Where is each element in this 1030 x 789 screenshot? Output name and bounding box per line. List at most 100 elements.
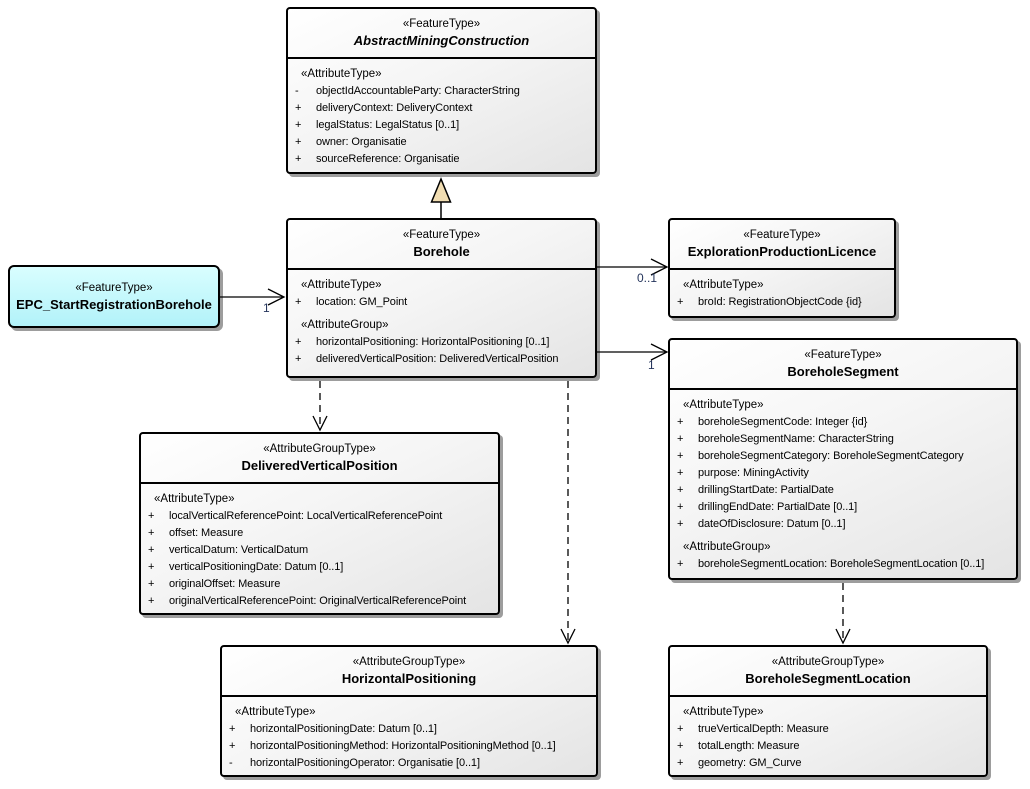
stereotype-label: «FeatureType» [402, 229, 481, 241]
attribute-row: -horizontalPositioningOperator: Organisa… [222, 755, 594, 772]
visibility-marker: + [148, 544, 155, 556]
generalization-arrow[interactable] [430, 177, 452, 218]
visibility-marker: + [148, 578, 155, 590]
attribute-text: horizontalPositioning: HorizontalPositio… [316, 336, 550, 348]
class-title: «FeatureType» ExplorationProductionLicen… [670, 220, 894, 270]
attribute-row: + horizontalPositioning: HorizontalPositi… [288, 334, 593, 351]
attribute-text: totalLength: Measure [698, 740, 800, 752]
attribute-row: + horizontalPositioningMethod: Horizontal… [222, 738, 594, 755]
attribute-row: +offset: Measure [141, 525, 496, 542]
attribute-text: drillingStartDate: PartialDate [698, 484, 834, 496]
attribute-row: + verticalDatum: VerticalDatum [141, 542, 496, 559]
visibility-marker: + [295, 102, 302, 114]
attribute-compartment: «AttributeType» + horizontalPositioningDat… [222, 697, 596, 774]
attribute-text: dateOfDisclosure: Datum [0..1] [698, 518, 846, 530]
attribute-text: originalVerticalReferencePoint: Original… [169, 595, 467, 607]
attribute-row: - objectIdAccountableParty: CharacterStri… [288, 83, 593, 100]
attribute-row: + boreholeSegmentName: CharacterString [670, 431, 1014, 448]
attribute-text: objectIdAccountableParty: CharacterStrin… [316, 85, 520, 97]
attribute-text: sourceReference: Organisatie [316, 153, 460, 165]
section-heading: «AttributeType» [301, 68, 382, 80]
attribute-compartment: «AttributeType»- objectIdAccountableParty… [288, 59, 595, 170]
visibility-marker: + [295, 153, 302, 165]
stereotype-label: «FeatureType» [804, 349, 882, 361]
section-heading: «AttributeGroup» [683, 541, 771, 553]
attribute-text: purpose: MiningActivity [698, 467, 809, 479]
attribute-row: +broId: RegistrationObjectCode {id} [670, 294, 892, 311]
attribute-row: + sourceReference: Organisatie [288, 151, 593, 168]
class-name: AbstractMiningConstruction [353, 33, 530, 48]
attribute-compartment: «AttributeType»+location: GM_Point«Attri… [288, 270, 595, 370]
attribute-compartment: «AttributeType» +broId: RegistrationObjec… [670, 270, 894, 313]
visibility-marker: + [677, 433, 684, 445]
attribute-text: localVerticalReferencePoint: LocalVertic… [169, 510, 443, 522]
section-heading: «AttributeType» [235, 706, 316, 718]
attribute-text: broId: RegistrationObjectCode {id} [698, 296, 862, 308]
attribute-row: +deliveryContext: DeliveryContext [288, 100, 593, 117]
class-borehole[interactable]: «FeatureType» Borehole «AttributeType»+l… [286, 218, 597, 378]
visibility-marker: + [677, 518, 684, 530]
visibility-marker: - [229, 757, 233, 769]
attribute-text: boreholeSegmentCode: Integer {id} [698, 416, 868, 428]
visibility-marker: + [148, 527, 155, 539]
section-heading: «AttributeType» [683, 706, 764, 718]
association-arrow-borehole-bhs[interactable] [597, 343, 669, 361]
stereotype-label: «AttributeGroupType» [771, 656, 885, 668]
visibility-marker: + [295, 336, 302, 348]
visibility-marker: + [677, 416, 684, 428]
stereotype-label: «AttributeGroupType» [263, 443, 376, 455]
visibility-marker: + [677, 484, 684, 496]
class-title: «FeatureType» AbstractMiningConstruction [288, 9, 595, 59]
class-name: Borehole [413, 244, 470, 259]
attribute-row: +trueVerticalDepth: Measure [670, 721, 984, 738]
visibility-marker: + [295, 136, 302, 148]
class-name: DeliveredVerticalPosition [241, 458, 398, 473]
class-name: ExplorationProductionLicence [687, 244, 877, 259]
visibility-marker: + [229, 723, 236, 735]
attribute-row: + dateOfDisclosure: Datum [0..1] [670, 516, 1014, 533]
class-delivered-vertical-position[interactable]: «AttributeGroupType» DeliveredVerticalPo… [139, 432, 500, 615]
class-horizontal-positioning[interactable]: «AttributeGroupType» HorizontalPositioni… [220, 645, 598, 777]
class-name: BoreholeSegmentLocation [745, 671, 911, 686]
attribute-row: + purpose: MiningActivity [670, 465, 1014, 482]
class-title: «FeatureType» Borehole [288, 220, 595, 270]
class-exploration-production-licence[interactable]: «FeatureType» ExplorationProductionLicen… [668, 218, 896, 318]
class-title: «FeatureType» EPC_StartRegistrationBoreh… [16, 281, 212, 313]
attribute-row: +legalStatus: LegalStatus [0..1] [288, 117, 593, 134]
multiplicity-label: 1 [648, 358, 655, 372]
dependency-arrow-borehole-hp[interactable] [560, 381, 576, 645]
attribute-row: +originalVerticalReferencePoint: Origina… [141, 593, 496, 610]
class-title: «AttributeGroupType» DeliveredVerticalPo… [141, 434, 498, 484]
class-borehole-segment-location[interactable]: «AttributeGroupType» BoreholeSegmentLoca… [668, 645, 988, 777]
dependency-arrow-borehole-dvp[interactable] [312, 381, 328, 432]
attribute-row: + totalLength: Measure [670, 738, 984, 755]
stereotype-label: «AttributeGroupType» [352, 656, 466, 668]
class-name: BoreholeSegment [787, 364, 899, 379]
visibility-marker: + [677, 740, 684, 752]
visibility-marker: + [677, 467, 684, 479]
section-heading: «AttributeType» [683, 279, 764, 291]
attribute-text: legalStatus: LegalStatus [0..1] [316, 119, 460, 131]
attribute-text: verticalDatum: VerticalDatum [169, 544, 309, 556]
attribute-row: +originalOffset: Measure [141, 576, 496, 593]
section-heading: «AttributeType» [301, 279, 382, 291]
multiplicity-label: 1 [263, 301, 270, 315]
stereotype-label: «FeatureType» [402, 18, 481, 30]
attribute-text: horizontalPositioningDate: Datum [0..1] [250, 723, 437, 735]
section-heading: «AttributeType» [683, 399, 764, 411]
class-abstract-mining-construction[interactable]: «FeatureType» AbstractMiningConstruction… [286, 7, 597, 174]
attribute-compartment: «AttributeType»+localVerticalReferencePo… [141, 484, 498, 612]
visibility-marker: + [229, 740, 236, 752]
class-borehole-segment[interactable]: «FeatureType» BoreholeSegment «Attribute… [668, 338, 1018, 580]
class-epc-start-registration-borehole[interactable]: «FeatureType» EPC_StartRegistrationBoreh… [8, 265, 220, 328]
attribute-text: horizontalPositioningMethod: HorizontalP… [250, 740, 556, 752]
class-title: «AttributeGroupType» HorizontalPositioni… [222, 647, 596, 697]
visibility-marker: - [295, 85, 299, 97]
class-title: «FeatureType» BoreholeSegment [670, 340, 1016, 390]
dependency-arrow-bhs-bsl[interactable] [835, 583, 851, 645]
class-name: EPC_StartRegistrationBorehole [16, 296, 212, 312]
association-arrow-epc-borehole[interactable] [220, 288, 286, 306]
visibility-marker: + [677, 757, 684, 769]
attribute-text: boreholeSegmentName: CharacterString [698, 433, 894, 445]
